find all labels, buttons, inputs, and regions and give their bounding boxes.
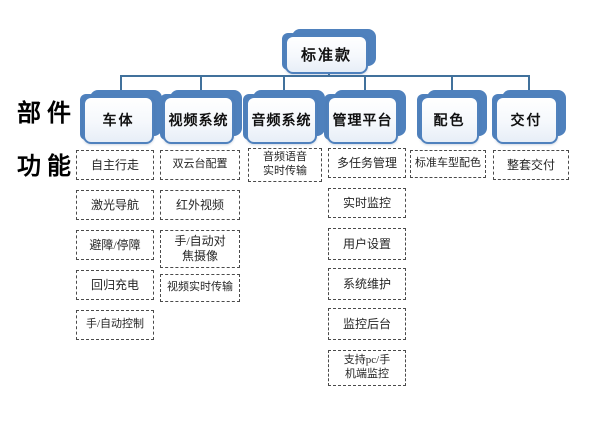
connector-drop-5: [451, 75, 453, 90]
row-label-functions: 功能: [17, 154, 77, 180]
function-box: 多任务管理: [328, 148, 406, 178]
connector-drop-3: [283, 75, 285, 90]
node-label: 车体: [83, 96, 154, 144]
connector-drop-1: [120, 75, 122, 90]
function-box: 视频实时传输: [160, 274, 240, 302]
function-box: 整套交付: [493, 150, 569, 180]
connector-root-stub: [328, 72, 330, 76]
node-column-audio-system: 音频系统: [243, 90, 325, 144]
function-box: 标准车型配色: [410, 150, 486, 178]
node-column-video-system: 视频系统: [160, 90, 242, 144]
node-root: 标准款: [282, 29, 376, 74]
function-box: 系统维护: [328, 268, 406, 300]
function-box: 手/自动控制: [76, 310, 154, 340]
function-box: 双云台配置: [160, 150, 240, 180]
connector-horizontal-bus: [120, 75, 530, 77]
node-label: 管理平台: [327, 96, 398, 144]
function-box: 用户设置: [328, 228, 406, 260]
function-box: 支持pc/手 机端监控: [328, 350, 406, 386]
node-root-label: 标准款: [285, 35, 368, 74]
connector-drop-2: [200, 75, 202, 90]
node-column-management-platform: 管理平台: [324, 90, 406, 144]
node-column-delivery: 交付: [492, 90, 566, 144]
row-label-parts: 部件: [17, 101, 77, 127]
function-box: 红外视频: [160, 190, 240, 220]
function-box: 监控后台: [328, 308, 406, 340]
function-box: 激光导航: [76, 190, 154, 220]
connector-drop-4: [364, 75, 366, 90]
node-label: 配色: [420, 96, 479, 144]
function-box: 实时监控: [328, 188, 406, 218]
function-box: 手/自动对 焦摄像: [160, 230, 240, 268]
node-column-color-scheme: 配色: [417, 90, 487, 144]
function-box: 音频语音 实时传输: [248, 148, 322, 182]
function-box: 自主行走: [76, 150, 154, 180]
node-label: 交付: [495, 96, 558, 144]
node-column-body: 车体: [80, 90, 162, 144]
function-box: 回归充电: [76, 270, 154, 300]
function-box: 避障/停障: [76, 230, 154, 260]
node-label: 音频系统: [246, 96, 317, 144]
connector-drop-6: [528, 75, 530, 90]
node-label: 视频系统: [163, 96, 234, 144]
